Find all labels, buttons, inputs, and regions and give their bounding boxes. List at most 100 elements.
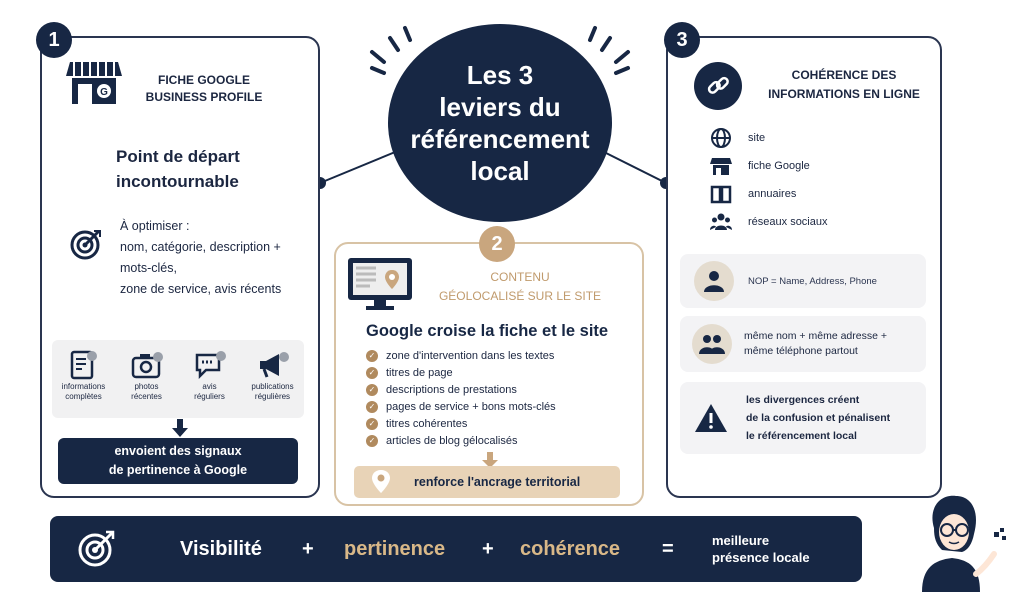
card1-optimise-line4: zone de service, avis récents <box>120 282 282 296</box>
warn-line1: les divergences créent <box>746 394 860 406</box>
formula-pertinence: pertinence <box>344 537 446 560</box>
list-item-label: descriptions de prestations <box>386 383 517 396</box>
title-circle: Les 3 leviers du référencement local <box>388 24 612 222</box>
signal-item: avis réguliers <box>180 348 240 418</box>
down-arrow-icon <box>172 419 188 442</box>
banner1-line2: de pertinence à Google <box>108 463 248 477</box>
nap-row: NOP = Name, Address, Phone <box>680 254 926 308</box>
book-icon <box>710 185 732 204</box>
formula-coherence: cohérence <box>520 537 621 560</box>
avatar <box>912 488 1012 592</box>
channel-label: fiche Google <box>748 160 810 172</box>
card1-optimise-line2: nom, catégorie, description + <box>120 240 281 254</box>
card1-point-line2: incontournable <box>116 172 239 191</box>
user-icon <box>694 261 734 301</box>
formula-plus1: + <box>302 537 314 560</box>
pin-icon <box>372 470 390 493</box>
formula-result-line1: meilleure <box>712 533 770 548</box>
down-arrow-icon <box>482 452 498 473</box>
store-icon: G <box>66 58 122 106</box>
list-item: ✓ titres de page <box>366 364 556 381</box>
signal-item: photos récentes <box>117 348 177 418</box>
banner2-label: renforce l'ancrage territorial <box>414 475 581 489</box>
globe-icon <box>711 128 731 148</box>
warn-line3: le référencement local <box>746 430 857 442</box>
signal-line2: régulières <box>254 392 291 401</box>
signal-item: publications régulières <box>243 348 303 418</box>
camera-icon <box>117 348 177 382</box>
card1-heading-line1: FICHE GOOGLE <box>157 73 250 87</box>
list-item: réseaux sociaux <box>710 208 828 236</box>
store-icon <box>710 158 732 175</box>
card1-point-line1: Point de départ <box>116 147 240 166</box>
card3-heading-line1: COHÉRENCE DES <box>791 68 897 82</box>
check-icon: ✓ <box>366 349 378 362</box>
same-info-row: même nom + même adresse + même téléphone… <box>680 316 926 372</box>
list-item: annuaires <box>710 180 828 208</box>
formula-bar: Visibilité + pertinence + cohérence = me… <box>50 516 862 582</box>
list-item: site <box>710 124 828 152</box>
svg-text:G: G <box>100 87 108 98</box>
formula-result-line2: présence locale <box>712 550 810 565</box>
check-icon: ✓ <box>366 400 378 413</box>
users-icon <box>692 324 732 364</box>
banner1-line1: envoient des signaux <box>114 444 242 458</box>
card2-subtitle: Google croise la fiche et le site <box>366 322 609 340</box>
formula-visibility: Visibilité <box>180 537 262 560</box>
warning-row: les divergences créent de la confusion e… <box>680 382 926 454</box>
card1-optimise-line1: À optimiser : <box>120 219 190 233</box>
list-item: ✓ titres cohérentes <box>366 415 556 432</box>
signal-line1: photos <box>134 382 159 391</box>
card2-number: 2 <box>479 226 515 262</box>
title-line1: Les 3 <box>466 60 534 90</box>
signals-banner: envoient des signaux de pertinence à Goo… <box>58 438 298 484</box>
title-line4: local <box>470 156 530 186</box>
list-item-label: zone d'intervention dans les textes <box>386 349 555 362</box>
signal-line1: informations <box>61 382 106 391</box>
form-icon <box>54 348 114 382</box>
megaphone-icon <box>243 348 303 382</box>
list-item-label: titres cohérentes <box>386 417 468 430</box>
warn-line2: de la confusion et pénalisent <box>746 412 891 424</box>
people-icon <box>710 213 732 230</box>
list-item: ✓ descriptions de prestations <box>366 381 556 398</box>
card1-optimise-line3: mots-clés, <box>120 261 177 275</box>
card1-number: 1 <box>36 22 72 58</box>
title-line2: leviers du <box>439 92 561 122</box>
signal-line1: avis <box>202 382 217 391</box>
channel-label: site <box>748 132 766 144</box>
channel-label: réseaux sociaux <box>748 216 828 228</box>
list-item-label: titres de page <box>386 366 453 379</box>
target-icon <box>70 228 102 265</box>
warning-icon <box>695 404 727 432</box>
signal-line2: réguliers <box>194 392 225 401</box>
card2-heading-line2: GÉOLOCALISÉ SUR LE SITE <box>438 289 602 303</box>
channels-list: site fiche Google annuaires réseaux soci… <box>710 124 828 236</box>
check-icon: ✓ <box>366 417 378 430</box>
signal-line2: complètes <box>65 392 102 401</box>
title-line3: référencement <box>410 124 590 154</box>
card2-heading-line1: CONTENU <box>490 270 550 284</box>
anchoring-banner: renforce l'ancrage territorial <box>354 466 620 498</box>
check-icon: ✓ <box>366 383 378 396</box>
signal-line1: publications <box>251 382 294 391</box>
card3-heading-line2: INFORMATIONS EN LIGNE <box>768 87 920 101</box>
review-icon <box>180 348 240 382</box>
card3-number: 3 <box>664 22 700 58</box>
card1-heading-line2: BUSINESS PROFILE <box>145 90 263 104</box>
list-item: ✓ articles de blog gélocalisés <box>366 432 556 449</box>
signal-line2: récentes <box>131 392 162 401</box>
target-icon <box>78 530 115 567</box>
same-line2: même téléphone partout <box>744 345 858 357</box>
channel-label: annuaires <box>748 188 797 200</box>
link-icon <box>694 62 742 110</box>
check-icon: ✓ <box>366 434 378 447</box>
list-item: fiche Google <box>710 152 828 180</box>
list-item: ✓ pages de service + bons mots-clés <box>366 398 556 415</box>
list-item-label: pages de service + bons mots-clés <box>386 400 556 413</box>
same-line1: même nom + même adresse + <box>744 330 887 342</box>
checklist: ✓ zone d'intervention dans les textes ✓ ti… <box>366 347 556 449</box>
list-item-label: articles de blog gélocalisés <box>386 434 518 447</box>
nap-label: NOP = Name, Address, Phone <box>748 275 877 287</box>
check-icon: ✓ <box>366 366 378 379</box>
